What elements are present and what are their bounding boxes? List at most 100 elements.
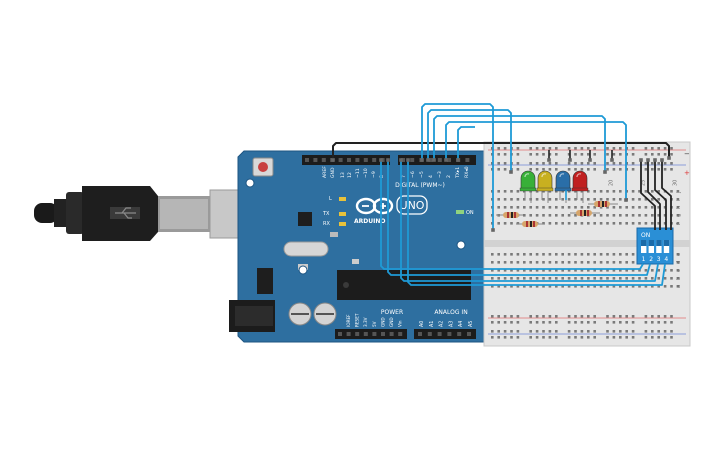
wire-end	[426, 158, 430, 162]
dip-on-label: ON	[641, 232, 650, 239]
wire-end	[603, 170, 607, 174]
header-pin[interactable]	[363, 332, 368, 336]
header-pin[interactable]	[437, 332, 442, 336]
header-pin[interactable]	[321, 158, 326, 162]
black-wire	[654, 160, 667, 230]
dip-toggle-1[interactable]	[641, 240, 647, 253]
header-pin[interactable]	[398, 332, 403, 336]
column-number: 20	[609, 180, 615, 186]
digital-pin-label: ~6	[410, 171, 416, 178]
analog-pin-label: A0	[419, 321, 425, 327]
header-pin[interactable]	[418, 332, 422, 336]
header-pin[interactable]	[437, 158, 442, 162]
black-wire	[647, 160, 661, 230]
digital-pin-label: ~5	[419, 171, 425, 178]
header-pin[interactable]	[389, 332, 394, 336]
power-pin-header	[335, 329, 476, 339]
row-letter: a	[676, 285, 682, 288]
blue-wire	[380, 160, 644, 270]
header-pin[interactable]	[467, 332, 471, 336]
dip-number: 1	[642, 256, 646, 263]
header-pin[interactable]	[457, 332, 462, 336]
header-pin[interactable]	[447, 332, 452, 336]
wire-end	[646, 158, 650, 162]
power-pin-label: RESET	[355, 313, 360, 327]
blue-wire	[400, 160, 659, 282]
column-number: 30	[673, 180, 679, 186]
header-pin[interactable]	[410, 158, 415, 162]
resistor	[588, 201, 618, 207]
black-wire	[332, 142, 670, 160]
led-rx-indicator	[339, 222, 346, 226]
wire-end	[406, 158, 410, 162]
row-letter: i	[676, 200, 682, 201]
wire-end	[568, 158, 572, 162]
led-l-indicator	[339, 197, 346, 201]
header-pin[interactable]	[381, 332, 385, 336]
row-letter: h	[676, 206, 682, 209]
row-letter: c	[676, 269, 682, 272]
rail-plus-sign: +	[684, 169, 690, 177]
wire-end	[399, 158, 403, 162]
wire-end	[667, 156, 671, 160]
header-pin[interactable]	[338, 158, 343, 162]
header-pin[interactable]	[428, 158, 433, 162]
power-header-label: POWER	[381, 309, 403, 316]
header-pin[interactable]	[355, 158, 360, 162]
dip-toggle-4[interactable]	[663, 240, 670, 253]
digital-pin-label: 2	[446, 175, 452, 178]
led-green	[519, 170, 537, 203]
analog-pin-label: A2	[439, 321, 445, 327]
digital-pin-label: GND	[330, 167, 336, 178]
wire-end	[379, 158, 383, 162]
resistor	[570, 210, 600, 216]
wire-end	[420, 158, 424, 162]
wire-end	[660, 158, 664, 162]
wire-end	[444, 158, 448, 162]
header-pin[interactable]	[465, 158, 470, 162]
rail-minus-sign: −	[684, 150, 690, 158]
led-tx-indicator	[339, 212, 346, 216]
dip-number: 3	[657, 256, 661, 263]
capacitor	[288, 302, 312, 326]
header-pin[interactable]	[427, 332, 432, 336]
header-pin[interactable]	[346, 332, 351, 336]
header-pin[interactable]	[372, 332, 377, 336]
header-pin[interactable]	[447, 158, 451, 162]
wire-end	[547, 158, 551, 162]
header-pin[interactable]	[347, 158, 351, 162]
header-pin[interactable]	[313, 158, 318, 162]
resistor	[516, 221, 545, 227]
header-pin[interactable]	[363, 158, 368, 162]
analog-pin-label: A3	[448, 321, 454, 327]
blue-wire	[445, 121, 627, 200]
label-tx: TX	[322, 211, 330, 217]
header-pin[interactable]	[355, 332, 360, 336]
header-pin[interactable]	[401, 158, 405, 162]
row-letter: d	[676, 261, 682, 264]
digital-pin-label: ~10	[363, 168, 369, 178]
header-pin[interactable]	[338, 332, 342, 336]
resistor	[496, 212, 523, 218]
dip-toggle-3[interactable]	[656, 240, 662, 253]
analog-pin-label: A1	[429, 321, 435, 327]
power-pin-label: IOREF	[346, 314, 351, 327]
column-number: 25	[641, 180, 647, 186]
header-pin[interactable]	[372, 158, 377, 162]
dip-toggle-2[interactable]	[648, 240, 654, 253]
blue-wire	[433, 115, 606, 172]
model-text: UNO	[400, 199, 425, 212]
digital-pin-label: 8	[379, 175, 385, 178]
digital-header-label: DIGITAL (PWM~)	[395, 182, 445, 189]
power-pin-label: 5V	[372, 321, 377, 327]
blue-wire	[457, 126, 475, 160]
power-pin-label: GND	[389, 317, 394, 327]
led-on-indicator	[456, 210, 464, 214]
digital-pin-label: ~3	[437, 171, 443, 178]
power-pin-label: Vin	[398, 320, 403, 327]
brand-text: ARDUINO	[354, 218, 385, 225]
blue-wire	[387, 160, 651, 276]
header-pin[interactable]	[305, 158, 309, 162]
